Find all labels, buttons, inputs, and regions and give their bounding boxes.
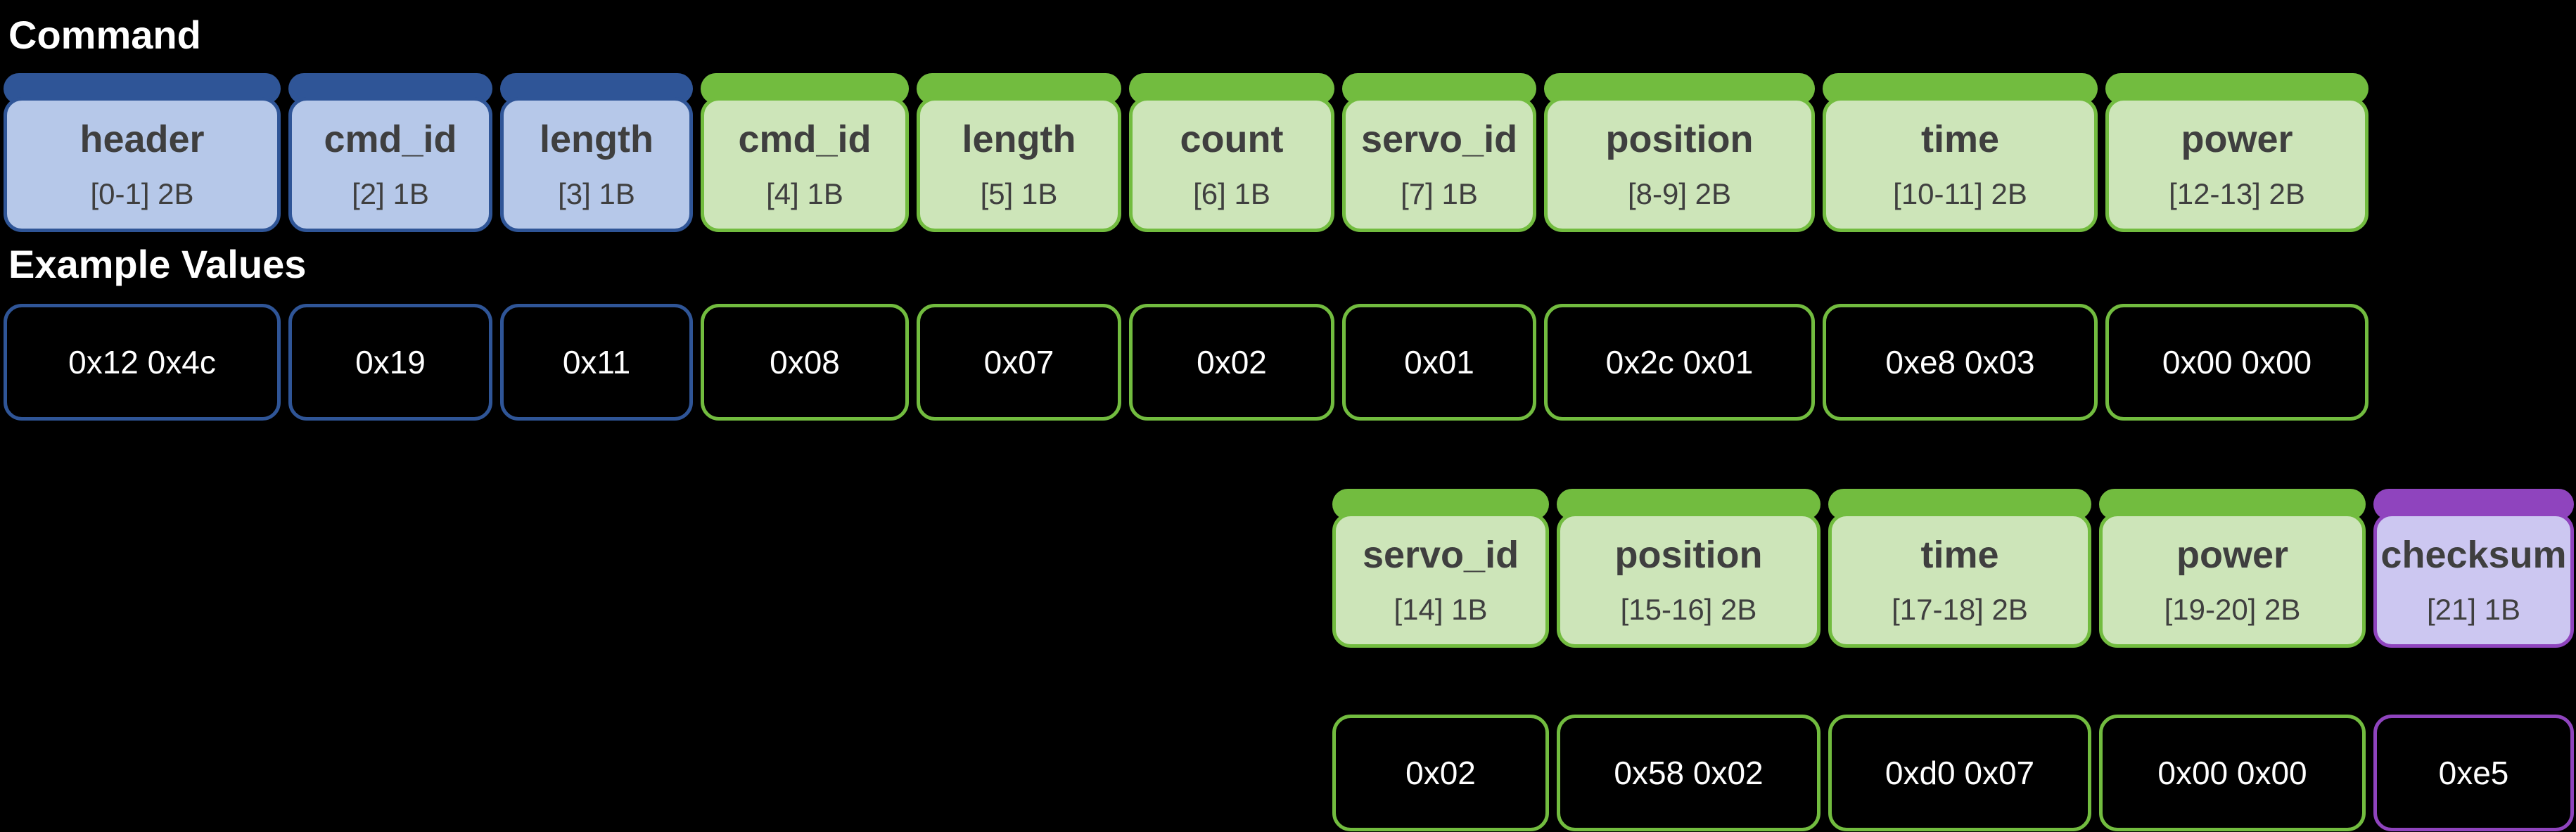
example-value-text: 0x12 0x4c: [68, 343, 216, 380]
field-byte-range: [8-9] 2B: [1627, 177, 1732, 210]
example-value-text: 0x19: [355, 343, 426, 380]
field-box-length: length [5] 1B: [917, 73, 1121, 232]
field-byte-range: [0-1] 2B: [90, 177, 194, 210]
example-value-box: 0x08: [701, 304, 909, 421]
field-byte-range: [2] 1B: [352, 177, 429, 210]
field-name: servo_id: [1362, 534, 1519, 577]
example-value-text: 0x2c 0x01: [1605, 343, 1754, 380]
example-values-row-2: 0x02 0x58 0x02 0xd0 0x07 0x00 0x00 0xe5: [1332, 715, 2574, 831]
field-box-position: position [15-16] 2B: [1557, 489, 1821, 648]
example-value-text: 0x02: [1405, 754, 1476, 791]
field-byte-range: [3] 1B: [558, 177, 635, 210]
field-body: power [19-20] 2B: [2099, 513, 2366, 648]
field-byte-range: [4] 1B: [766, 177, 843, 210]
field-name: length: [962, 118, 1076, 161]
field-name: power: [2181, 118, 2293, 161]
example-value-text: 0x00 0x00: [2162, 343, 2312, 380]
field-name: cmd_id: [738, 118, 872, 161]
example-value-box: 0x01: [1342, 304, 1536, 421]
field-body: header [0-1] 2B: [4, 97, 281, 232]
field-byte-range: [17-18] 2B: [1892, 592, 2028, 626]
example-value-box: 0xd0 0x07: [1828, 715, 2091, 831]
field-body: position [15-16] 2B: [1557, 513, 1821, 648]
example-value-text: 0x08: [770, 343, 840, 380]
field-box-servo-id: servo_id [14] 1B: [1332, 489, 1549, 648]
field-body: time [10-11] 2B: [1823, 97, 2098, 232]
field-name: header: [79, 118, 205, 161]
example-value-text: 0x02: [1197, 343, 1267, 380]
example-value-text: 0x07: [983, 343, 1054, 380]
example-value-box: 0x11: [500, 304, 693, 421]
field-byte-range: [21] 1B: [2426, 592, 2521, 626]
example-value-box: 0x58 0x02: [1557, 715, 1821, 831]
field-body: servo_id [7] 1B: [1342, 97, 1536, 232]
field-byte-range: [5] 1B: [980, 177, 1058, 210]
example-value-box: 0x00 0x00: [2105, 304, 2368, 421]
field-name: servo_id: [1360, 118, 1518, 161]
field-name: time: [1920, 118, 2000, 161]
field-box-cmd-id: cmd_id [2] 1B: [288, 73, 492, 232]
field-name: cmd_id: [324, 118, 457, 161]
packet-fields-row-1: header [0-1] 2B cmd_id [2] 1B length [3] 1B cm…: [4, 73, 2368, 232]
field-box-power: power [19-20] 2B: [2099, 489, 2366, 648]
field-byte-range: [6] 1B: [1193, 177, 1270, 210]
field-body: cmd_id [4] 1B: [701, 97, 909, 232]
example-values-section-label: Example Values: [8, 242, 307, 286]
example-value-text: 0xd0 0x07: [1885, 754, 2035, 791]
example-value-text: 0x11: [562, 343, 631, 380]
field-name: position: [1605, 118, 1754, 161]
field-box-servo-id: servo_id [7] 1B: [1342, 73, 1536, 232]
field-byte-range: [19-20] 2B: [2164, 592, 2301, 626]
example-value-box: 0xe5: [2373, 715, 2574, 831]
field-name: checksum: [2380, 534, 2567, 577]
field-box-count: count [6] 1B: [1129, 73, 1334, 232]
example-value-box: 0x19: [288, 304, 492, 421]
field-name: count: [1180, 118, 1284, 161]
command-section-label: Command: [8, 13, 201, 57]
field-name: power: [2176, 534, 2289, 577]
example-value-box: 0x02: [1332, 715, 1549, 831]
field-byte-range: [12-13] 2B: [2169, 177, 2305, 210]
example-value-box: 0x2c 0x01: [1544, 304, 1815, 421]
example-value-box: 0x02: [1129, 304, 1334, 421]
example-value-text: 0x58 0x02: [1614, 754, 1764, 791]
field-body: length [5] 1B: [917, 97, 1121, 232]
field-body: time [17-18] 2B: [1828, 513, 2091, 648]
packet-fields-row-2: servo_id [14] 1B position [15-16] 2B time [17…: [1332, 489, 2574, 648]
field-box-position: position [8-9] 2B: [1544, 73, 1815, 232]
field-body: power [12-13] 2B: [2105, 97, 2368, 232]
field-byte-range: [15-16] 2B: [1620, 592, 1757, 626]
field-body: cmd_id [2] 1B: [288, 97, 492, 232]
field-box-length: length [3] 1B: [500, 73, 693, 232]
field-body: servo_id [14] 1B: [1332, 513, 1549, 648]
example-value-box: 0xe8 0x03: [1823, 304, 2098, 421]
field-box-time: time [17-18] 2B: [1828, 489, 2091, 648]
field-name: time: [1920, 534, 1999, 577]
field-body: position [8-9] 2B: [1544, 97, 1815, 232]
field-box-time: time [10-11] 2B: [1823, 73, 2098, 232]
field-body: count [6] 1B: [1129, 97, 1334, 232]
example-value-box: 0x07: [917, 304, 1121, 421]
example-value-text: 0x01: [1404, 343, 1474, 380]
example-value-text: 0xe8 0x03: [1885, 343, 2035, 380]
field-name: position: [1614, 534, 1763, 577]
example-value-box: 0x00 0x00: [2099, 715, 2366, 831]
field-box-checksum: checksum [21] 1B: [2373, 489, 2574, 648]
example-value-text: 0xe5: [2438, 754, 2509, 791]
field-byte-range: [7] 1B: [1401, 177, 1478, 210]
field-name: length: [540, 118, 653, 161]
example-values-row-1: 0x12 0x4c 0x19 0x11 0x08 0x07 0x02 0x01 0x2c 0x…: [4, 304, 2368, 421]
field-box-cmd-id: cmd_id [4] 1B: [701, 73, 909, 232]
field-byte-range: [14] 1B: [1394, 592, 1488, 626]
example-value-box: 0x12 0x4c: [4, 304, 281, 421]
field-box-power: power [12-13] 2B: [2105, 73, 2368, 232]
field-body: length [3] 1B: [500, 97, 693, 232]
example-value-text: 0x00 0x00: [2157, 754, 2307, 791]
field-box-header: header [0-1] 2B: [4, 73, 281, 232]
field-body: checksum [21] 1B: [2373, 513, 2574, 648]
field-byte-range: [10-11] 2B: [1893, 177, 2027, 210]
